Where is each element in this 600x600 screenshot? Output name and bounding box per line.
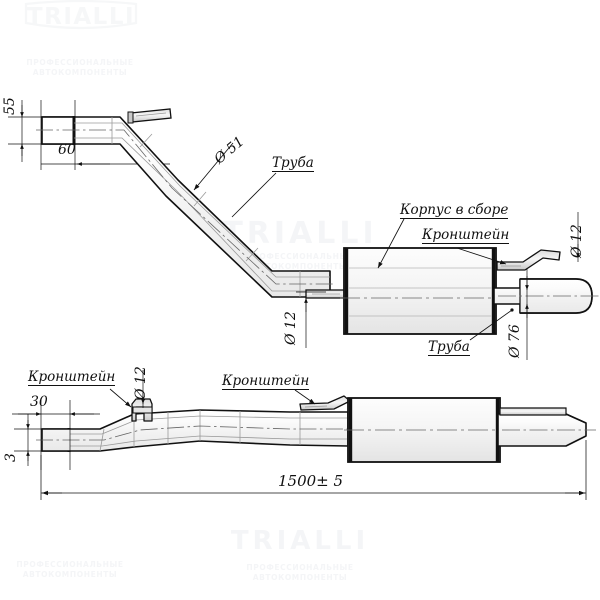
watermark-subtitle-top-left: ПРОФЕССИОНАЛЬНЫЕ [26, 58, 134, 67]
dim-label-d76: Ø 76 [507, 324, 523, 358]
lower-dim-3 [14, 414, 46, 466]
callout-bracket-lower-mid: Кронштейн [222, 373, 310, 391]
svg-text:TRIALLI: TRIALLI [27, 4, 135, 30]
dim-label-30: 30 [30, 394, 48, 410]
lower-pipe-seams [70, 410, 348, 452]
callout-pipe-top: Труба [272, 155, 314, 173]
callout-pipe-lower-right: Труба [428, 339, 470, 357]
upper-pipe-centerline [36, 129, 336, 285]
upper-pipe-seams [74, 117, 330, 297]
upper-lower-bracket-stub [305, 289, 347, 299]
dim-label-d12-lower: Ø 12 [133, 366, 149, 400]
dim-label-overall-length: 1500± 5 [278, 472, 344, 490]
brand-logo: TRIALLI [22, 0, 140, 34]
lower-view-group [12, 370, 596, 500]
callout-bracket-upper-right: Кронштейн [422, 227, 510, 245]
dim-label-60: 60 [58, 142, 76, 158]
dim-label-55: 55 [2, 97, 18, 115]
dim-label-d12-left: Ø 12 [283, 311, 299, 345]
lower-outlet-top-band [499, 407, 567, 416]
watermark-subtitle-bottom-left: ПРОФЕССИОНАЛЬНЫЕ [16, 560, 124, 569]
upper-inlet-pipe-body [41, 116, 331, 298]
upper-dim-d76 [520, 268, 534, 360]
upper-muffler-seams [349, 267, 492, 317]
watermark-logo-center: TRIALLI [222, 216, 378, 251]
lower-leaders [109, 388, 316, 408]
upper-outlet-bracket [496, 249, 561, 271]
lower-left-bracket [131, 398, 153, 422]
upper-muffler-body [343, 247, 497, 335]
watermark-subtitle-center: ПРОФЕССИОНАЛЬНЫЕ [246, 252, 354, 261]
upper-inlet-bracket [127, 108, 172, 124]
lower-mid-bracket [299, 395, 351, 411]
dim-label-d12-right: Ø 12 [569, 224, 585, 258]
callout-body-assembly: Корпус в сборе [400, 202, 509, 220]
lower-pipe-centerline [36, 425, 352, 441]
callout-bracket-lower-left: Кронштейн [28, 369, 116, 387]
watermark-subtitle-center-2: АВТОКОМПОНЕНТЫ [252, 262, 348, 271]
upper-leaders [193, 142, 514, 341]
watermark-subtitle-top-left-2: АВТОКОМПОНЕНТЫ [32, 68, 128, 77]
watermark-subtitle-bottom: ПРОФЕССИОНАЛЬНЫЕ [246, 563, 354, 572]
watermark-subtitle-bottom-left-2: АВТОКОМПОНЕНТЫ [22, 570, 118, 579]
upper-inlet-flange [41, 116, 75, 145]
overall-length-dim [40, 440, 587, 500]
upper-view-group [8, 100, 600, 360]
lower-dim-30 [12, 400, 100, 470]
watermark-logo-bottom: TRIALLI [230, 526, 370, 556]
upper-dim-d12-left [296, 291, 326, 348]
watermark-subtitle-bottom-2: АВТОКОМПОНЕНТЫ [252, 573, 348, 582]
dim-label-3: 3 [3, 453, 19, 462]
